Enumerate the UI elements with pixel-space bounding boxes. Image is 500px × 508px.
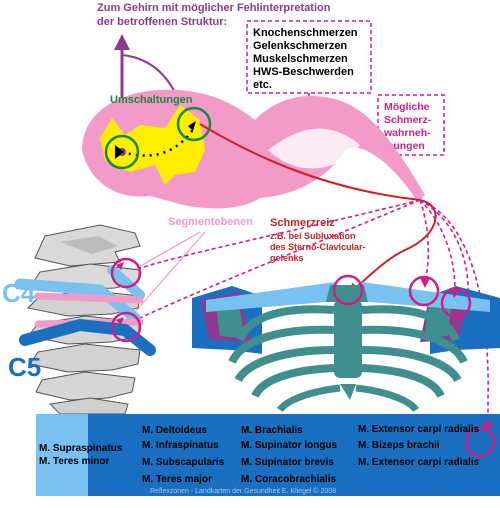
pain-item: etc. xyxy=(253,79,272,91)
pain-list-box: Knochenschmerzen Gelenkschmerzen Muskels… xyxy=(246,20,372,94)
muscle-col2-item: M. Infraspinatus xyxy=(142,440,219,451)
pain-item: Gelenkschmerzen xyxy=(253,40,347,52)
neural-pathway xyxy=(104,106,212,170)
perception-box: Mögliche Schmerz- wahrneh- mungen xyxy=(377,94,445,156)
stimulus-detail: z.B. bei Subluxation xyxy=(270,231,356,241)
header-line-2: der betroffenen Struktur: xyxy=(97,16,227,28)
perception-line: wahrneh- xyxy=(383,127,431,139)
stimulus-detail: gelenks xyxy=(270,253,304,263)
muscle-col2-item: M. Deltoideus xyxy=(142,425,207,436)
muscle-col1-item: M. Teres minor xyxy=(39,456,109,467)
muscle-col3-item: M. Brachialis xyxy=(241,425,303,436)
stimulus-nerve xyxy=(199,123,437,289)
perception-line: Mögliche xyxy=(384,101,430,113)
c5-label: C5 xyxy=(8,352,41,382)
muscle-col4-item: M. Extensor carpi radialis xyxy=(358,424,480,435)
spinal-cord-cross-section xyxy=(82,89,425,209)
c4-label: C4 xyxy=(2,278,36,308)
muscle-col2-item: M. Subscapularis xyxy=(142,457,225,468)
header-line-1: Zum Gehirn mit möglicher Fehlinterpretat… xyxy=(97,2,331,14)
muscle-col3-item: M. Supinator brevis xyxy=(241,457,334,468)
cervical-spine xyxy=(14,224,156,415)
pain-item: Muskelschmerzen xyxy=(253,53,348,65)
muscle-col1-item: M. Supraspinatus xyxy=(39,443,123,454)
stimulus-detail: des Sterno-Clavicular- xyxy=(270,242,366,252)
pain-item: Knochenschmerzen xyxy=(253,27,358,39)
footer-credit: Reflexzonen - Landkarten der Gesundheit … xyxy=(150,487,336,495)
muscle-col4-item: M. Bizeps brachii xyxy=(358,440,440,451)
muscle-col4-item: M. Extensor carpi radialis xyxy=(358,457,480,468)
muscle-col3-item: M. Coracobrachialis xyxy=(241,474,336,485)
muscle-col2-item: M. Teres major xyxy=(142,474,212,485)
rib-cage xyxy=(192,274,500,413)
projection-lines xyxy=(139,199,489,428)
segment-circle xyxy=(110,257,142,289)
pain-item: HWS-Beschwerden xyxy=(253,66,354,78)
perception-line: Schmerz- xyxy=(384,114,432,126)
muscle-panel xyxy=(36,414,500,496)
stimulus-title: Schmerzreiz xyxy=(270,217,335,229)
segment-levels-label: Segmentebenen xyxy=(168,216,253,228)
switching-circle xyxy=(104,134,140,170)
switching-circle xyxy=(176,106,212,142)
segment-circle xyxy=(110,311,142,343)
switching-label: Umschaltungen xyxy=(110,94,193,106)
muscle-col3-item: M. Supinator longus xyxy=(241,440,338,451)
